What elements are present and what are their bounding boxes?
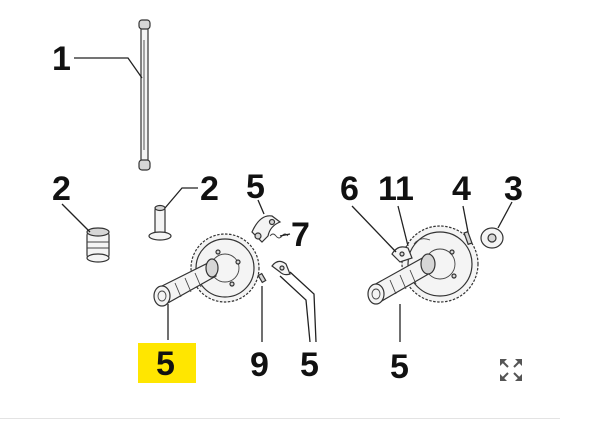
callout-11: 11: [378, 170, 414, 208]
tappet-pin-part: [148, 204, 172, 241]
tappet-bush-part: [86, 227, 110, 263]
push-rod-part: [138, 19, 151, 171]
camshaft-gear-assembly-right: [367, 225, 479, 305]
leader-line-3: [497, 201, 513, 229]
callout-4: 4: [452, 170, 471, 208]
expand-arrows-icon[interactable]: [497, 356, 525, 384]
callout-5-right: 5: [390, 348, 409, 386]
leader-line-5-lower: [279, 275, 311, 343]
callout-6: 6: [340, 170, 359, 208]
dowel-pin-part: [463, 230, 473, 246]
leader-line-5-upper: [257, 199, 265, 215]
callout-7: 7: [291, 216, 310, 254]
callout-2-left: 2: [52, 170, 71, 208]
leader-line-11: [397, 205, 409, 247]
leader-line-6: [351, 205, 397, 253]
clip-part: [271, 260, 291, 276]
leader-line-2-left: [61, 203, 91, 233]
callout-5-upper: 5: [246, 168, 265, 206]
leader-line-5-lower-b: [289, 271, 317, 343]
leader-line-2-mid: [164, 187, 198, 209]
callout-5-lower: 5: [300, 346, 319, 384]
leader-line-7: [279, 233, 291, 237]
leader-line-1: [74, 57, 143, 79]
bottom-divider: [0, 418, 560, 419]
spring-pin-part: [269, 233, 289, 239]
callout-3: 3: [504, 170, 523, 208]
washer-part: [480, 227, 504, 249]
key-part: [257, 272, 267, 284]
callout-5-highlight-box: [138, 343, 196, 383]
callout-5-highlighted: 5: [156, 345, 175, 383]
callout-2-mid: 2: [200, 170, 219, 208]
callout-1: 1: [52, 40, 71, 78]
leader-line-4: [462, 205, 469, 233]
callout-9: 9: [250, 346, 269, 384]
lever-part: [251, 215, 282, 243]
camshaft-gear-assembly-left: [153, 233, 260, 307]
